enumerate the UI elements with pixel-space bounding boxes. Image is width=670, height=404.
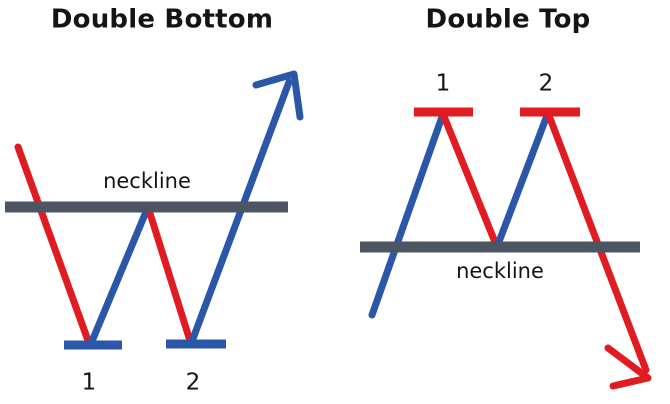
- pattern-panel-double-bottom: Double Bottom neckline 1 2: [5, 5, 304, 396]
- point-label-bottom-2: 2: [186, 370, 201, 396]
- trend-segment-breakout-rally: [187, 78, 293, 348]
- pattern-title-double-top: Double Top: [426, 5, 591, 35]
- neckline-label-double-bottom: neckline: [103, 169, 191, 193]
- bearish-breakdown-arrow-icon: [604, 344, 652, 390]
- neckline-label-double-top: neckline: [456, 259, 544, 283]
- trend-segment-decline-into-first-bottom: [14, 143, 94, 350]
- pattern-title-double-bottom: Double Bottom: [51, 5, 273, 35]
- trend-segment-rally-into-first-top: [368, 110, 447, 319]
- trend-segment-rally-into-second-top: [493, 109, 552, 251]
- point-label-bottom-1: 1: [82, 370, 97, 396]
- trend-segment-decline-to-neckline: [439, 110, 501, 251]
- trend-segment-rally-to-neckline: [86, 203, 152, 350]
- trend-segment-decline-into-second-bottom: [144, 203, 195, 348]
- point-label-top-1: 1: [436, 71, 451, 97]
- bullish-breakout-arrow-icon: [252, 70, 304, 121]
- pattern-panel-double-top: Double Top neckline 1 2: [360, 5, 652, 390]
- point-label-top-2: 2: [539, 71, 554, 97]
